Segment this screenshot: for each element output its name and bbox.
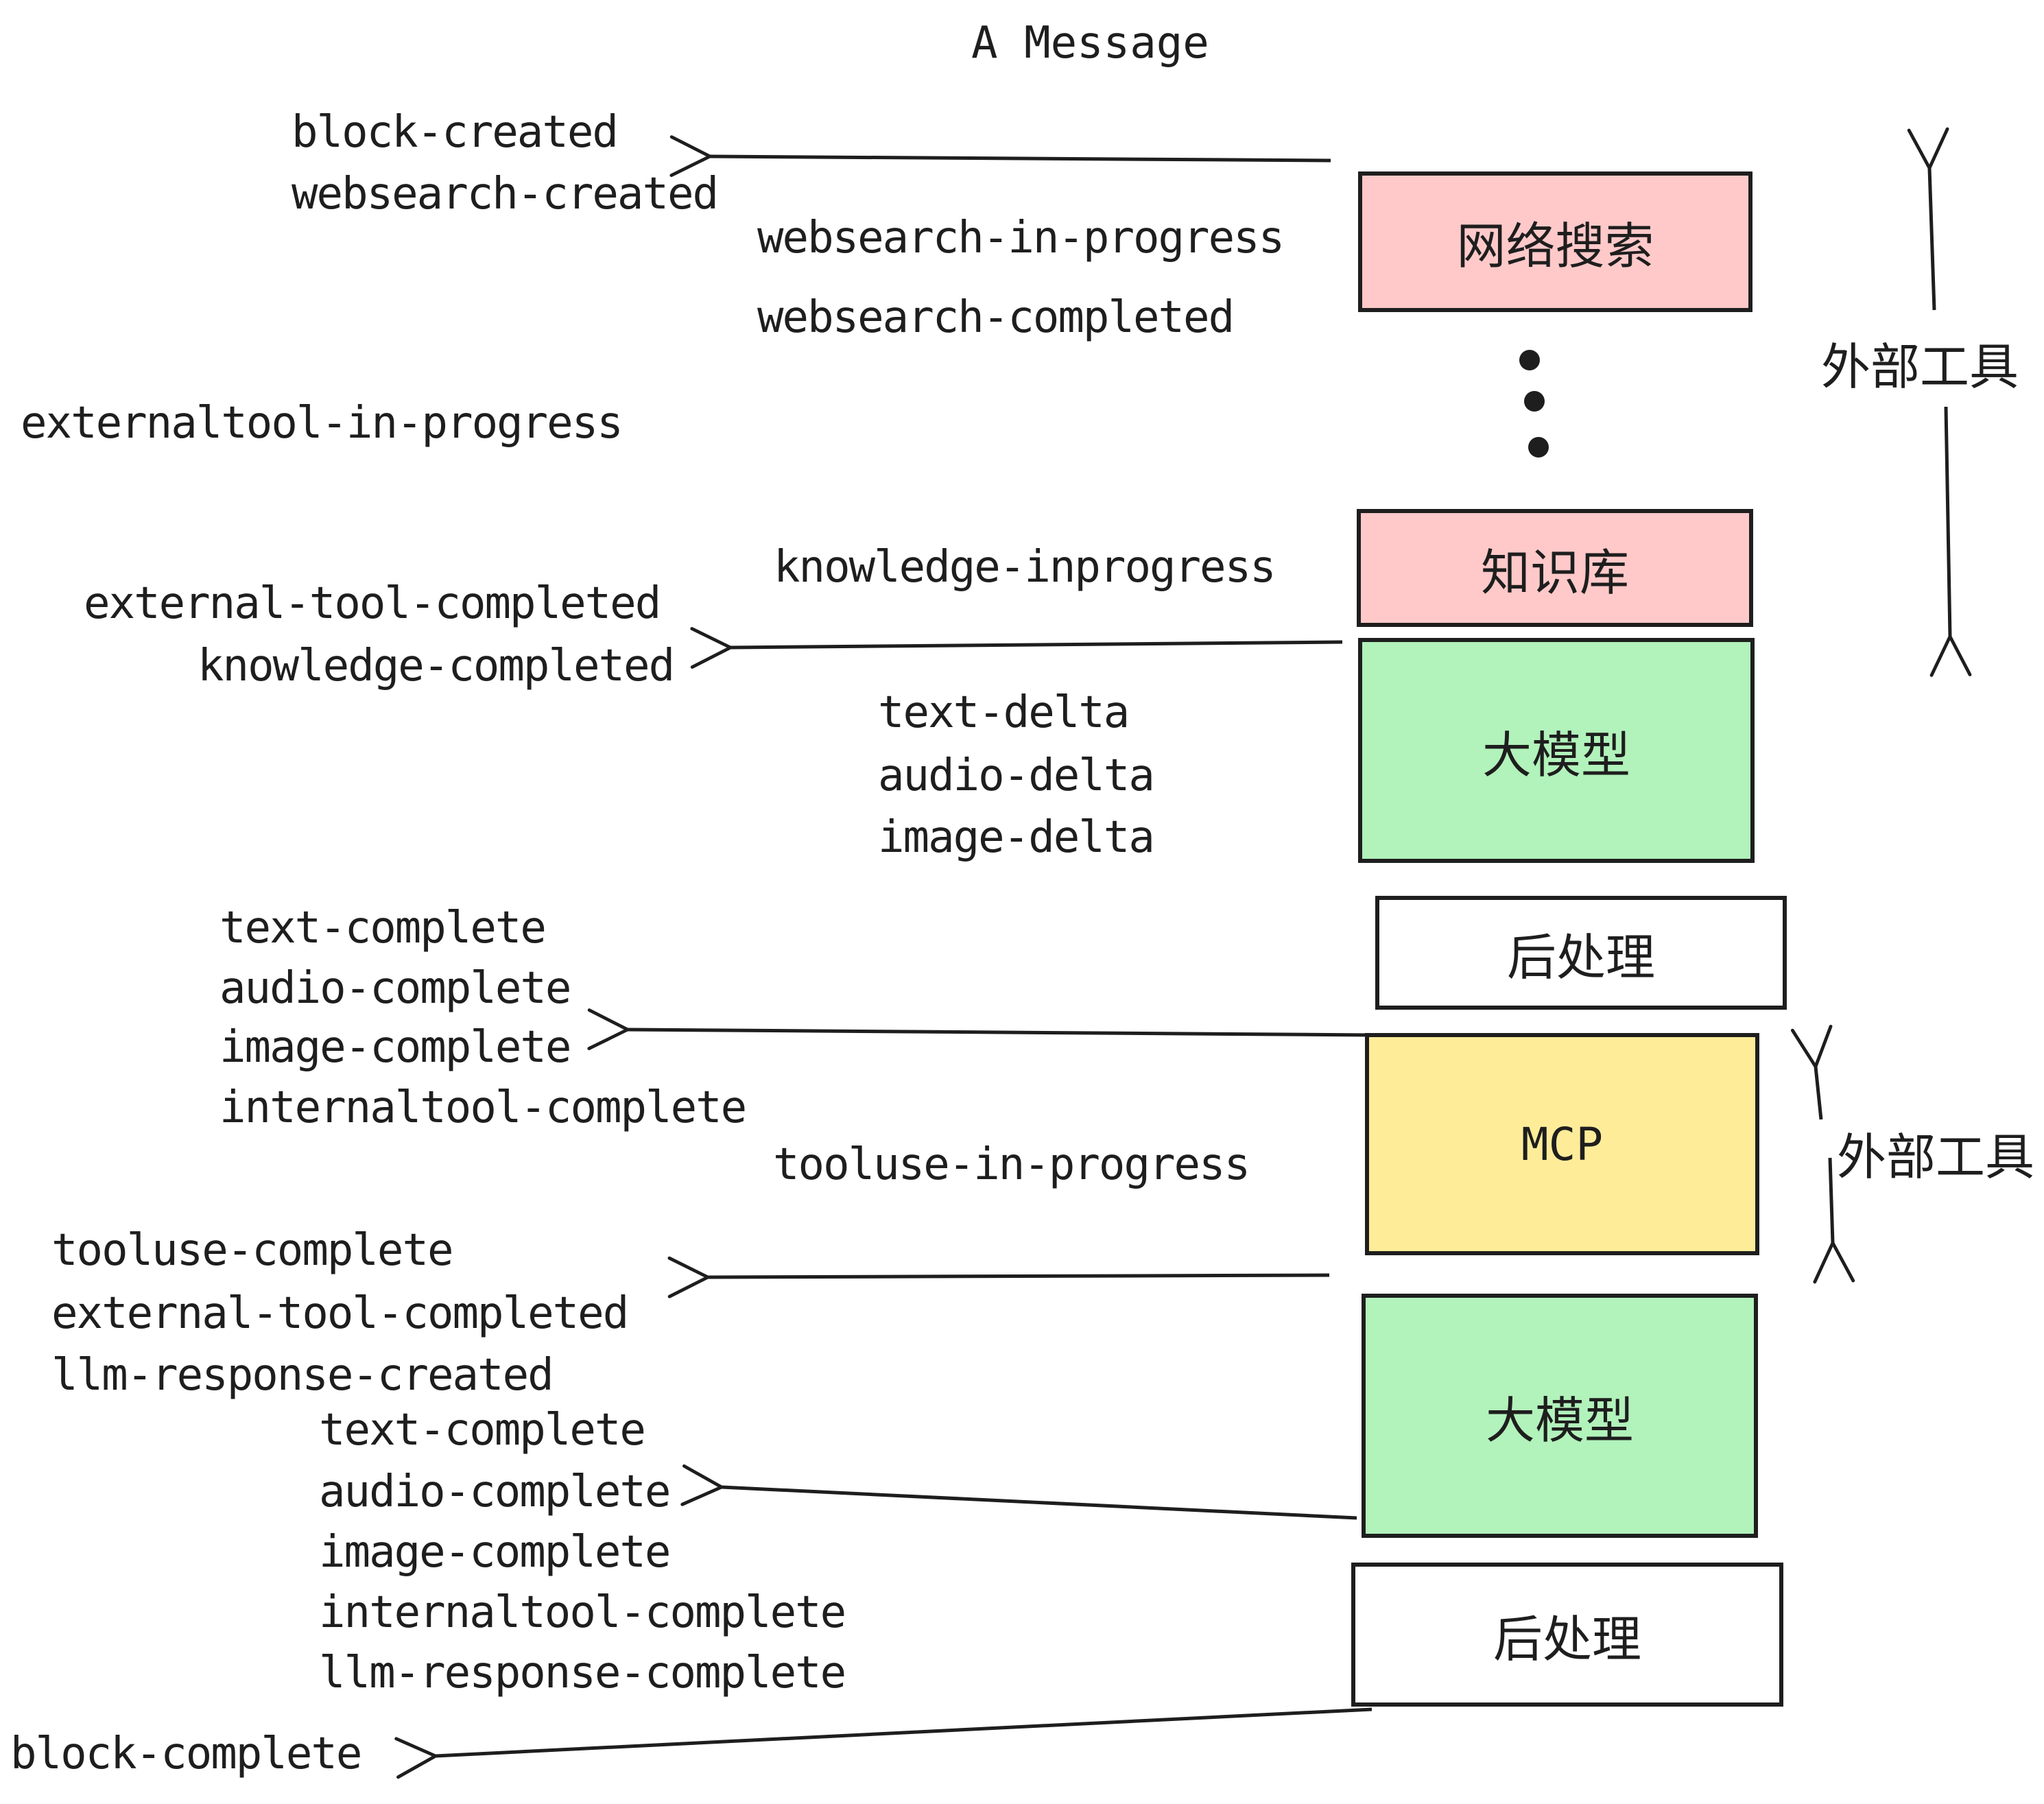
node-postprocess-top: 后处理 xyxy=(1375,896,1787,1010)
arrow-llm-to-audio-complete xyxy=(680,1464,1357,1520)
event-websearch-created: websearch-created xyxy=(292,169,719,219)
node-llm-top: 大模型 xyxy=(1358,638,1755,863)
ellipsis-dot xyxy=(1528,437,1549,458)
arrow-knowledge-to-knowledge-completed xyxy=(690,627,1343,669)
node-knowledge: 知识库 xyxy=(1357,509,1753,627)
event-knowledge-inprogress: knowledge-inprogress xyxy=(774,542,1276,593)
external-tools-mid-up-arrow xyxy=(1790,1025,1833,1120)
event-externaltool-in-progress: externaltool-in-progress xyxy=(21,398,623,449)
external-tools-top-up-arrow xyxy=(1907,127,1949,311)
arrow-postprocess-to-block-complete xyxy=(394,1707,1372,1779)
event-image-complete-top: image-complete xyxy=(219,1022,571,1073)
node-postprocess-bottom: 后处理 xyxy=(1351,1563,1783,1707)
event-internaltool-complete-top: internaltool-complete xyxy=(219,1082,747,1133)
event-external-tool-completed-top: external-tool-completed xyxy=(84,578,661,629)
node-postprocess-bottom-label: 后处理 xyxy=(1493,1610,1641,1668)
node-mcp-label: MCP xyxy=(1521,1117,1604,1171)
event-text-delta-top: text-delta xyxy=(878,687,1130,738)
event-text-complete-top: text-complete xyxy=(219,903,547,953)
node-knowledge-label: 知识库 xyxy=(1480,543,1629,602)
node-mcp: MCP xyxy=(1365,1033,1759,1255)
ellipsis-dot xyxy=(1519,350,1540,370)
event-image-delta-top: image-delta xyxy=(878,812,1155,863)
external-tools-label-top: 外部工具 xyxy=(1821,338,2019,396)
ellipsis-dot xyxy=(1524,391,1545,412)
external-tools-label-mid: 外部工具 xyxy=(1837,1128,2035,1186)
arrow-websearch-to-block-created xyxy=(669,135,1331,178)
event-audio-delta-top: audio-delta xyxy=(878,750,1155,801)
event-llm-response-created: llm-response-created xyxy=(51,1350,554,1401)
event-image-complete-bottom: image-complete xyxy=(319,1527,671,1578)
event-websearch-completed: websearch-completed xyxy=(757,292,1235,343)
event-external-tool-completed-bottom: external-tool-completed xyxy=(51,1288,629,1339)
event-block-created: block-created xyxy=(292,107,619,158)
node-websearch-label: 网络搜索 xyxy=(1456,217,1654,275)
event-knowledge-completed: knowledge-completed xyxy=(198,641,675,691)
node-llm-top-label: 大模型 xyxy=(1482,726,1630,784)
node-llm-bottom: 大模型 xyxy=(1362,1294,1758,1538)
event-llm-response-complete: llm-response-complete xyxy=(319,1648,846,1698)
event-tooluse-in-progress: tooluse-in-progress xyxy=(773,1139,1250,1190)
diagram-title: A Message xyxy=(971,18,1209,69)
node-postprocess-top-label: 后处理 xyxy=(1506,928,1655,986)
event-block-complete: block-complete xyxy=(10,1729,362,1779)
event-text-complete-bottom: text-complete xyxy=(319,1405,646,1456)
arrow-mcp-to-tooluse-complete xyxy=(667,1256,1330,1298)
event-audio-complete-bottom: audio-complete xyxy=(319,1467,671,1517)
node-llm-bottom-label: 大模型 xyxy=(1485,1391,1634,1449)
event-websearch-in-progress: websearch-in-progress xyxy=(757,213,1285,263)
event-internaltool-complete-bottom: internaltool-complete xyxy=(319,1587,846,1638)
node-websearch: 网络搜索 xyxy=(1358,171,1752,312)
external-tools-mid-down-arrow xyxy=(1813,1157,1855,1284)
event-audio-complete-top: audio-complete xyxy=(219,963,571,1014)
arrow-llm-to-image-complete xyxy=(587,1008,1374,1050)
event-tooluse-complete: tooluse-complete xyxy=(51,1225,453,1276)
external-tools-top-down-arrow xyxy=(1929,406,1972,677)
